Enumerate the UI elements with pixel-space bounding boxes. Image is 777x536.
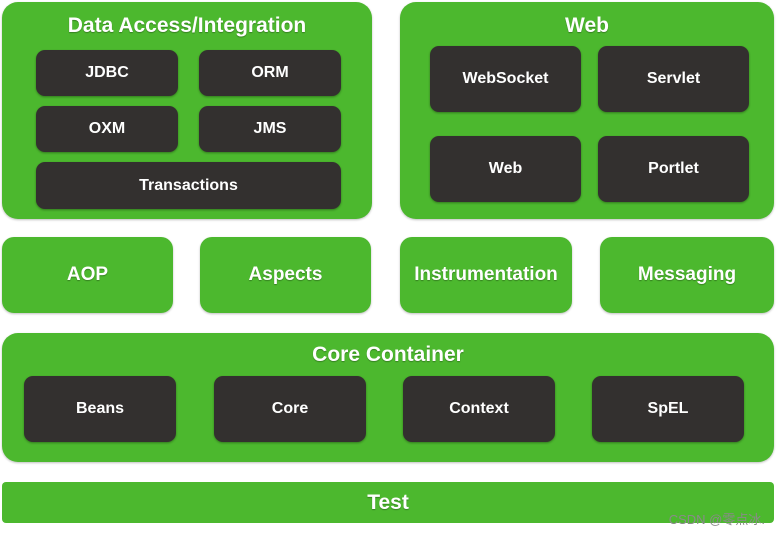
watermark: CSDN @零点冰. [668,512,765,527]
aspects-box: Aspects [200,237,371,313]
web-module: Web [430,136,581,202]
test-bar: Test [2,482,774,523]
jms-module: JMS [199,106,341,152]
servlet-module: Servlet [598,46,749,112]
spel-module: SpEL [592,376,744,442]
portlet-module: Portlet [598,136,749,202]
instrumentation-box: Instrumentation [400,237,572,313]
data-access-integration-panel: Data Access/Integration JDBC ORM OXM JMS… [2,2,372,219]
core-module: Core [214,376,366,442]
core-container-title: Core Container [312,343,464,366]
context-module: Context [403,376,555,442]
beans-module: Beans [24,376,176,442]
core-container-panel: Core Container Beans Core Context SpEL [2,333,774,462]
transactions-module: Transactions [36,162,341,209]
aop-box: AOP [2,237,173,313]
jdbc-module: JDBC [36,50,178,96]
data-access-integration-title: Data Access/Integration [67,14,307,37]
web-title: Web [565,14,609,37]
orm-module: ORM [199,50,341,96]
web-panel: Web WebSocket Servlet Web Portlet [400,2,774,219]
messaging-box: Messaging [600,237,774,313]
websocket-module: WebSocket [430,46,581,112]
oxm-module: OXM [36,106,178,152]
